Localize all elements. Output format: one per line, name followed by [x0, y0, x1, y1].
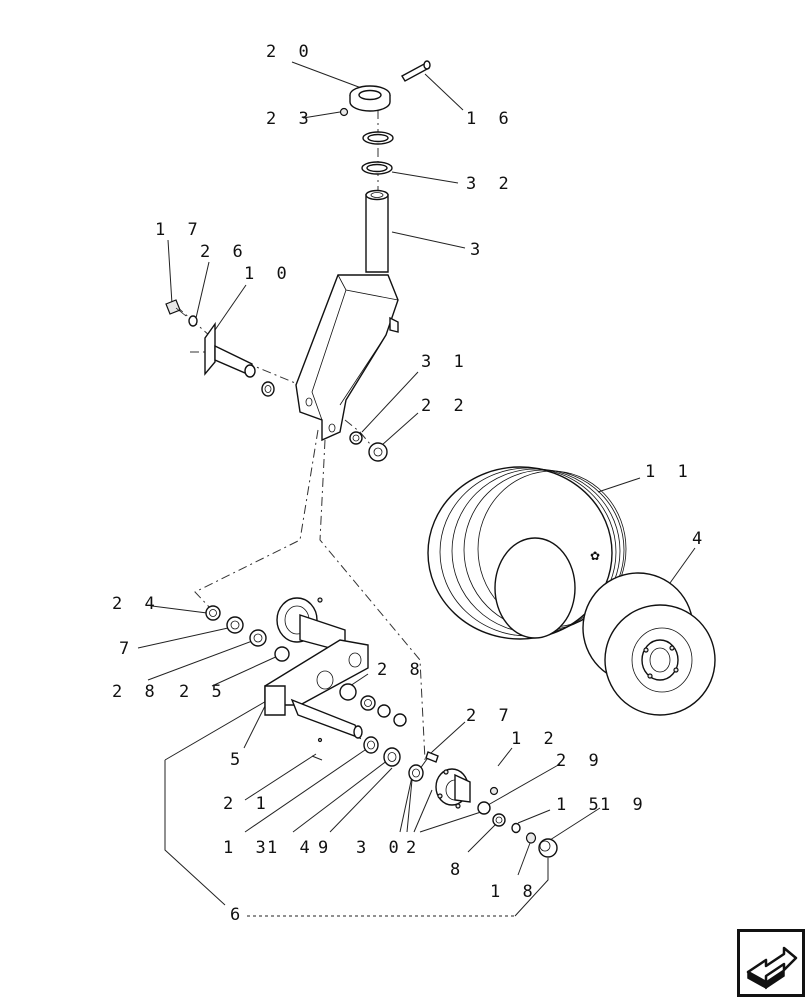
callout-21: 2 1	[223, 794, 272, 814]
callout-24: 2 4	[112, 594, 161, 614]
washer-31	[349, 431, 363, 445]
next-page-arrow-icon[interactable]	[737, 929, 805, 997]
callout-23: 2 3	[266, 109, 315, 129]
wheel-rim-4	[582, 572, 716, 716]
washer-26	[188, 315, 198, 327]
callout-3: 3	[470, 240, 487, 260]
seal-28-lower	[339, 683, 357, 701]
seal-29	[477, 801, 491, 815]
upper-hub	[276, 597, 346, 653]
callout-19: 1 9	[600, 795, 649, 815]
bearing-8	[492, 813, 506, 827]
callout-8: 8	[450, 860, 467, 880]
callout-14: 1 4	[267, 838, 316, 858]
callout-18: 1 8	[490, 882, 539, 902]
callout-20: 2 0	[266, 42, 315, 62]
leader-lines	[137, 61, 696, 917]
bearing-14	[383, 747, 401, 767]
gauge-wheel-arm-3	[295, 189, 399, 442]
bushing-25	[274, 646, 290, 662]
spindle-bracket-5	[264, 639, 369, 740]
callout-25: 2 5	[179, 682, 228, 702]
callout-16: 1 6	[466, 109, 515, 129]
callout-31: 3 1	[421, 352, 470, 372]
washer-32	[361, 161, 393, 175]
callout-7: 7	[119, 639, 136, 659]
callout-15: 1 5	[556, 795, 605, 815]
washer-15	[511, 822, 521, 834]
washer-24	[205, 605, 221, 621]
arrow-icon	[746, 946, 798, 990]
axle-plate-10	[204, 321, 256, 378]
svg-text:✿: ✿	[590, 549, 600, 563]
nut-22	[368, 442, 388, 462]
dust-cap-19	[538, 838, 558, 858]
races	[360, 695, 407, 727]
nut-left	[261, 381, 275, 397]
callout-28-right: 2 8	[377, 660, 426, 680]
callout-22: 2 2	[421, 396, 470, 416]
callout-27: 2 7	[466, 706, 515, 726]
callout-4: 4	[692, 529, 709, 549]
nut-18	[525, 832, 537, 844]
callout-17: 1 7	[155, 220, 204, 240]
callout-30: 3 0	[356, 838, 405, 858]
tire-11: ✿	[427, 466, 627, 640]
callout-28-left: 2 8	[112, 682, 161, 702]
pivot-collar-20	[349, 85, 391, 112]
stud-27	[425, 751, 439, 763]
callout-12: 1 2	[511, 729, 560, 749]
washer-13	[363, 736, 379, 754]
callout-32: 3 2	[466, 174, 515, 194]
washer-30	[408, 764, 424, 782]
pin-16	[401, 60, 431, 82]
callout-9: 9	[318, 838, 335, 858]
nut-12	[489, 786, 499, 796]
bearing-7	[226, 616, 244, 634]
callout-29: 2 9	[556, 751, 605, 771]
bolt-17	[165, 299, 187, 317]
wheel-hub-2	[435, 768, 471, 809]
callout-13: 1 3	[223, 838, 272, 858]
washer-upper	[362, 131, 394, 145]
callout-11: 1 1	[645, 462, 694, 482]
callout-26: 2 6	[200, 242, 249, 262]
set-screw-23	[339, 107, 349, 117]
callout-2: 2	[406, 838, 423, 858]
cotter-pin-21	[311, 737, 323, 761]
callout-6: 6	[230, 905, 247, 925]
callout-5: 5	[230, 750, 247, 770]
callout-10: 1 0	[244, 264, 293, 284]
seal-28-upper	[249, 629, 267, 647]
